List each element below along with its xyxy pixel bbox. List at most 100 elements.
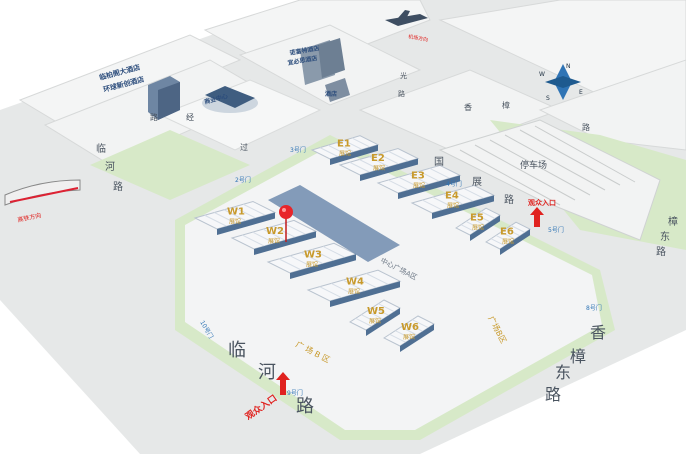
w-hall-roof-line [354,276,377,289]
parking-lot[interactable] [438,119,661,241]
gate-8: 8号门 [586,304,602,312]
w-hall-roof-line [406,322,423,332]
w-hall-wall [366,308,400,336]
w-hall-wall [400,324,434,352]
w-hall-roof-line [311,249,335,261]
w-hall-sub: 展馆 [268,237,280,245]
e-hall-roof-line [351,137,371,148]
e-hall-sub: 展馆 [373,164,385,172]
w-hall-roof-line [366,273,389,285]
w-hall-roof-line [361,314,378,324]
svg-text:路: 路 [656,245,666,258]
e-hall-roof-line [460,224,476,233]
road-label-xiangzhang-east: 香 樟 东 路 [545,323,606,404]
svg-text:河: 河 [105,161,115,173]
svg-text:临: 临 [96,142,106,155]
grass-left [90,130,250,200]
svg-text:路: 路 [150,112,158,122]
w-hall-roof-line [366,310,384,320]
compass-e: E [579,89,583,96]
svg-text:经: 经 [186,112,194,122]
building-service-center[interactable] [202,86,258,113]
e-hall-wall [500,229,530,255]
e-hall-roof-line [327,144,347,155]
gate-9: 9号门 [287,389,303,397]
e-hall-roof-line [480,211,496,219]
building-hotel-right[interactable] [300,38,345,85]
road-label-xiangzhang-east-far: 樟 东 路 [656,215,678,258]
svg-text:樟: 樟 [668,215,678,228]
e-hall-roof-line [490,238,506,247]
road-label-top-left: 路 经 过 [150,112,248,152]
w-hall-roof-line [273,225,296,238]
svg-text:东: 东 [555,363,571,382]
building-small-hotel[interactable] [325,78,350,102]
e-hall-roof-line [335,142,355,153]
w-hall-roof-line [204,214,227,227]
location-pin-icon[interactable] [279,205,293,242]
w-hall-roof-line [342,279,366,292]
w-hall-roof-line [395,330,412,340]
entrance-east[interactable]: 观众入口 [528,198,556,227]
w-hall-sub: 展馆 [229,218,241,226]
w-hall-roof-line [300,252,324,265]
e-hall-roof-line [475,214,491,223]
w-hall-roof-line [372,306,389,316]
e-hall-roof-line [510,225,526,233]
e-hall-roof-line [463,187,484,199]
w-hall-sub: 展馆 [348,288,360,296]
w-hall-roof-line [400,326,418,336]
w-hall-wall [254,231,316,255]
airport-label: 机场方向 [408,33,429,43]
small-hotel-label: 酒店 [325,90,337,98]
w-hall-sub: 展馆 [403,333,415,341]
e-hall-roof-line [319,147,339,158]
svg-text:河: 河 [258,362,276,383]
e-hall-code: E6 [500,227,514,238]
e-hall-roof-line [398,176,419,188]
e-hall-sub: 展馆 [472,224,484,232]
w-hall-sub: 展馆 [369,317,381,325]
compass-rose: N S E W [539,63,583,102]
w-hall-code: W4 [346,277,364,288]
e-hall-sub: 展馆 [502,238,514,246]
w-hall-roof-line [252,231,275,244]
e-hall-code: E2 [371,153,385,164]
gate-2: 2号门 [235,176,251,184]
central-corridor [268,185,400,262]
e-hall-code: E4 [445,190,459,201]
e-hall-roof-line [388,150,409,162]
block-far-right [538,59,686,151]
w-hall-roof-line [322,245,346,258]
compass-n: N [566,63,571,70]
e-hall-roof-line [442,193,464,205]
building-hotel-left[interactable] [148,76,180,120]
w-hall-roof-line [242,234,265,247]
w-hall-roof-line [389,333,406,343]
e-hall-roof-line [500,231,516,240]
e-hall-roof-line [419,170,440,182]
w-hall-code: W6 [401,322,419,333]
w-hall-roof-line [262,228,286,241]
w-hall-code: W1 [227,207,245,218]
e-hall-sub: 展馆 [447,201,459,209]
road-label-top-right: 香 樟 路 [464,100,590,132]
e-hall-sub: 展馆 [339,150,351,158]
w-hall-wall [330,281,400,307]
w-hall-wall [217,212,275,235]
e-hall-code: E1 [337,139,351,150]
w-hall-roof-line [243,203,266,216]
